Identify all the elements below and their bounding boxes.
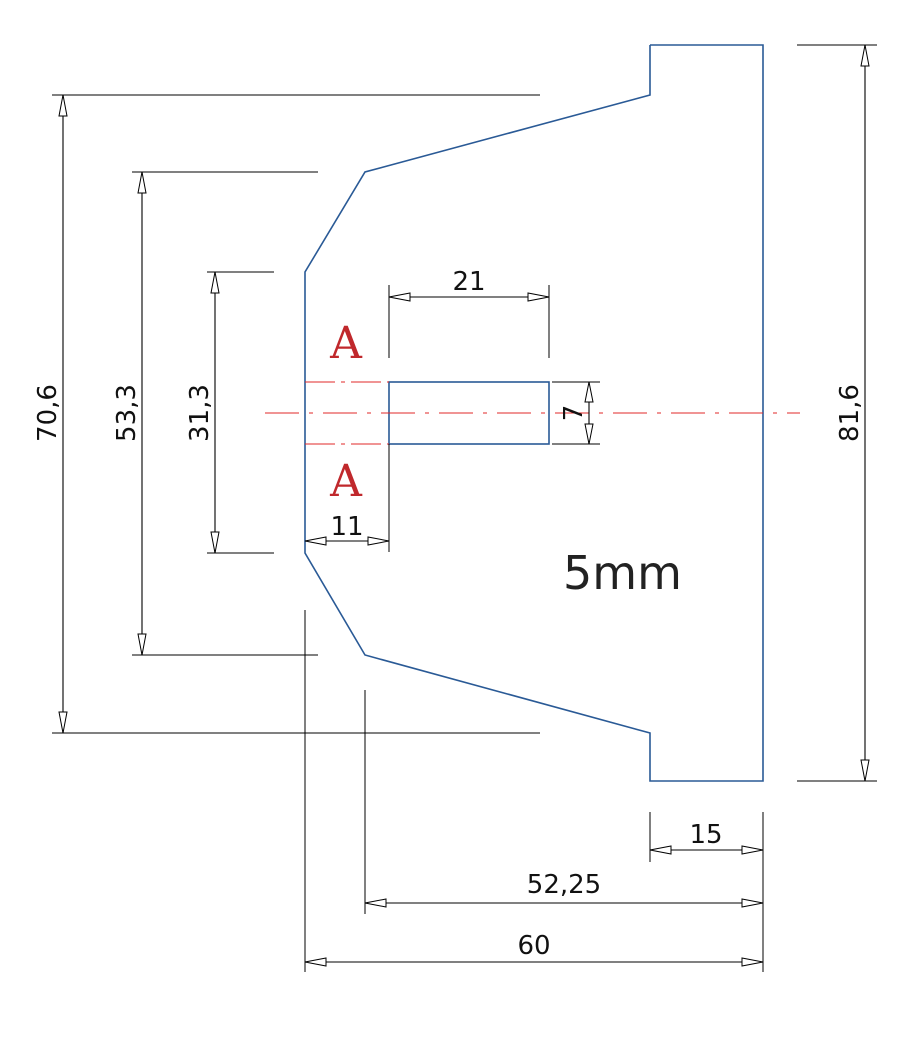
dim-text-53-3: 53,3 (112, 384, 142, 442)
arrowhead (527, 292, 550, 302)
arrowhead (304, 536, 327, 546)
part-outline (304, 44, 764, 782)
dim-text-70-6: 70,6 (33, 384, 63, 442)
arrowhead (137, 633, 147, 656)
arrowhead (741, 845, 764, 855)
dim-text-15: 15 (689, 820, 722, 850)
arrowhead (741, 898, 764, 908)
dim-text-21: 21 (452, 267, 485, 297)
arrowhead (860, 44, 870, 67)
dim-text-31-3: 31,3 (185, 384, 215, 442)
arrowhead (649, 845, 672, 855)
section-mark-top: A (329, 318, 363, 369)
arrowhead (304, 957, 327, 967)
arrowhead (367, 536, 390, 546)
arrowhead (364, 898, 387, 908)
arrowhead (741, 957, 764, 967)
dim-text-11: 11 (330, 512, 363, 542)
dim-text-52-25: 52,25 (527, 870, 601, 900)
arrowhead (584, 423, 594, 445)
arrowhead (137, 171, 147, 194)
arrowhead (58, 711, 68, 734)
arrowhead (860, 759, 870, 782)
arrowhead (584, 381, 594, 403)
thickness-note: 5mm (563, 546, 682, 600)
dim-text-60: 60 (517, 931, 550, 961)
dim-text-7: 7 (559, 405, 589, 422)
arrowhead (58, 94, 68, 117)
arrowhead (210, 271, 220, 294)
arrowhead (210, 531, 220, 554)
section-mark-bottom: A (329, 456, 363, 507)
arrowhead (388, 292, 411, 302)
dim-text-81-6: 81,6 (835, 384, 865, 442)
